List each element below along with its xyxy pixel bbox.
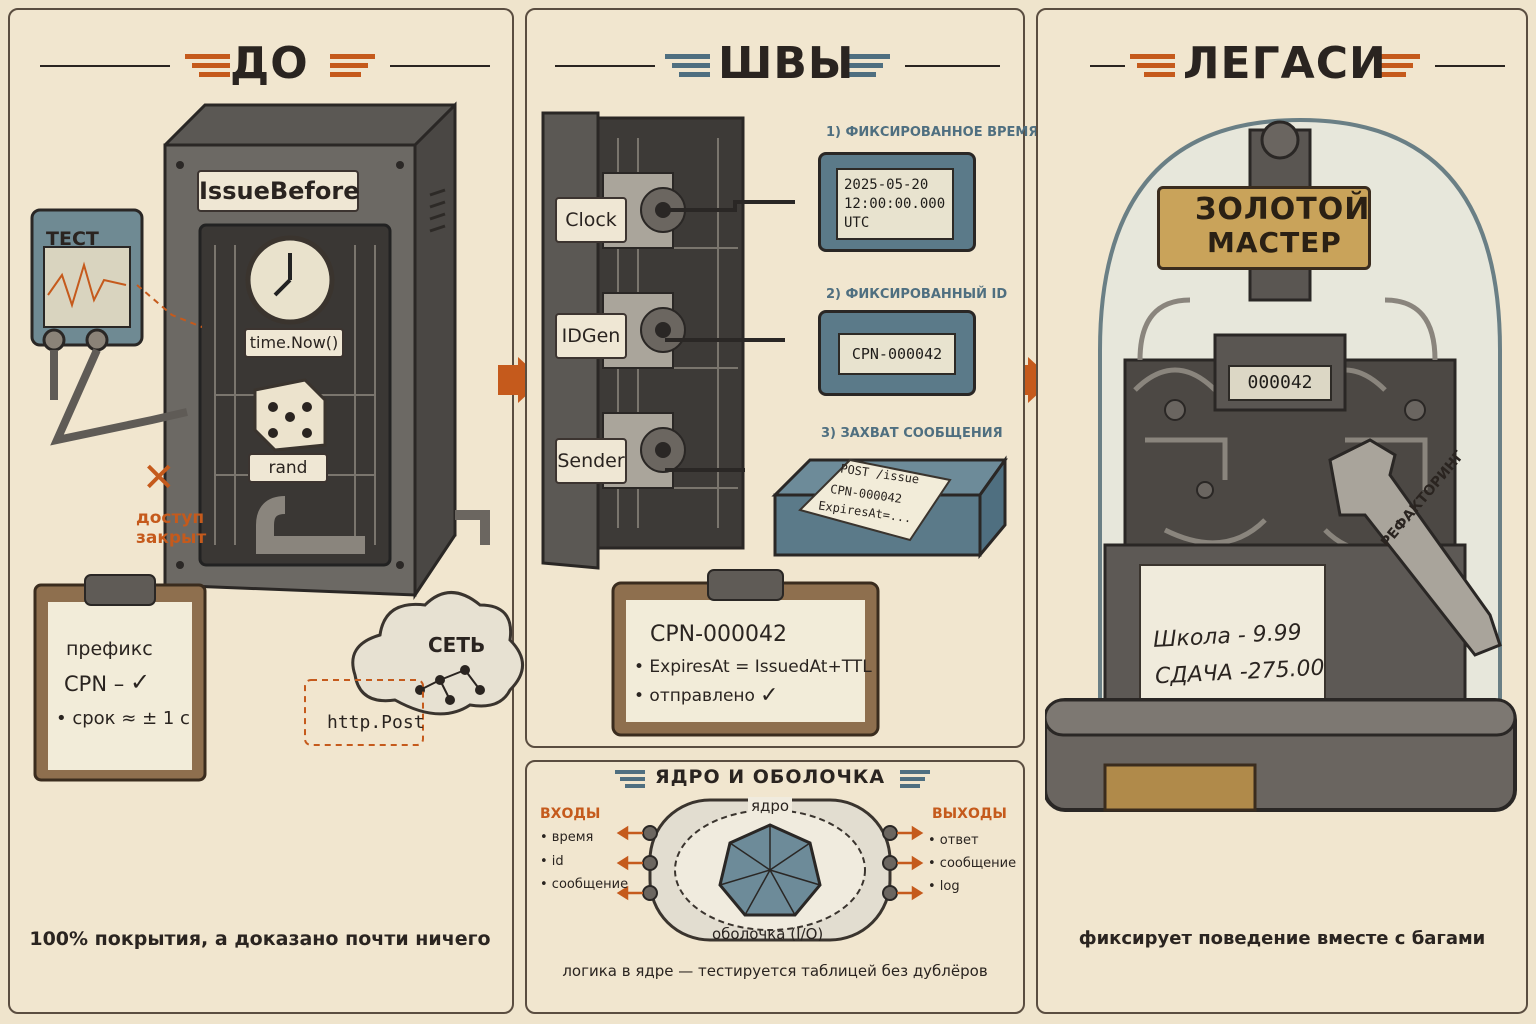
input-item-2: • id (540, 854, 564, 869)
fixture-1-screen: 2025-05-20 12:00:00.000 UTC (836, 168, 954, 240)
fixture-1-heading: 1) ФИКСИРОВАННОЕ ВРЕМЯ (826, 125, 1039, 140)
denied-x-icon: ✕ (142, 455, 176, 501)
panel-title-legacy: ЛЕГАСИ (1183, 38, 1387, 89)
fixture-2-heading: 2) ФИКСИРОВАННЫЙ ID (826, 287, 1008, 302)
plate-line-1: ЗОЛОТОЙ (1195, 192, 1371, 227)
test-label: ТЕСТ (46, 228, 99, 250)
title-decor-legacy (1090, 54, 1505, 77)
seam-cables (665, 200, 795, 472)
golden-plate (1157, 186, 1371, 270)
test-device (30, 208, 202, 446)
check-icon: ✓ (130, 668, 151, 696)
fixture-2-line-1: CPN-000042 (851, 345, 943, 363)
clipboard-seams (611, 569, 880, 737)
check-icon: ✓ (760, 683, 779, 708)
shell-label: оболочка (I/O) (712, 925, 824, 943)
network-cloud (304, 591, 524, 746)
clock-label: time.Now() (244, 328, 344, 358)
port-sender: Sender (555, 438, 627, 484)
capture-tray (771, 455, 1008, 560)
fixture-1-line-2: 12:00:00.000 (844, 196, 946, 212)
counter-display: 000042 (1228, 365, 1332, 401)
port-clock: Clock (555, 197, 627, 243)
clipboard-seams-line-3: • отправлено (634, 686, 755, 706)
title-decor-seams (555, 54, 1000, 77)
arrow-icon-1 (498, 357, 543, 403)
inputs-title: ВХОДЫ (540, 806, 601, 822)
output-item-3: • log (928, 879, 960, 894)
denied-line-1: доступ (136, 508, 205, 528)
fixture-1-line-3: UTC (844, 215, 870, 231)
output-item-1: • ответ (928, 833, 979, 848)
panel-title-seams: ШВЫ (718, 38, 855, 89)
fixture-3-heading: 3) ЗАХВАТ СООБЩЕНИЯ (821, 426, 1003, 441)
clipboard-seams-line-2: • ExpiresAt = IssuedAt+TTL (634, 657, 872, 677)
clipboard-before (33, 574, 207, 782)
plate-line-2: МАСТЕР (1207, 226, 1342, 259)
core-shell-diagram (616, 798, 924, 942)
caption-core: логика в ядре — тестируется таблицей без… (562, 962, 988, 980)
rand-label: rand (248, 453, 328, 483)
port-idgen: IDGen (555, 313, 627, 359)
clipboard-seams-line-1: CPN-000042 (650, 622, 788, 647)
clipboard-before-line-3: • срок ≈ ± 1 с (56, 708, 190, 729)
panel-title-before: ДО (230, 38, 309, 89)
glass-dome (1045, 117, 1517, 812)
panel-title-core: ЯДРО И ОБОЛОЧКА (655, 766, 886, 788)
counter-value: 000042 (1247, 372, 1313, 393)
title-decor-core (615, 770, 930, 788)
clipboard-before-line-2: CPN – (64, 672, 125, 696)
network-label: СЕТЬ (428, 633, 486, 657)
output-item-2: • сообщение (928, 856, 1017, 871)
machine-label: IssueBefore (197, 170, 359, 212)
fixture-2-screen: CPN-000042 (838, 333, 956, 375)
title-decor-before (40, 54, 490, 77)
caption-before: 100% покрытия, а доказано почти ничего (29, 928, 491, 950)
fixture-1-line-1: 2025-05-20 (844, 177, 929, 193)
clipboard-before-line-1: префикс (66, 638, 153, 660)
http-label: http.Post (327, 712, 425, 733)
core-label: ядро (748, 797, 793, 815)
input-item-1: • время (540, 830, 594, 845)
input-item-3: • сообщение (540, 877, 629, 892)
caption-legacy: фиксирует поведение вместе с багами (1078, 928, 1486, 949)
outputs-title: ВЫХОДЫ (932, 806, 1007, 822)
denied-line-2: закрыт (136, 528, 207, 548)
